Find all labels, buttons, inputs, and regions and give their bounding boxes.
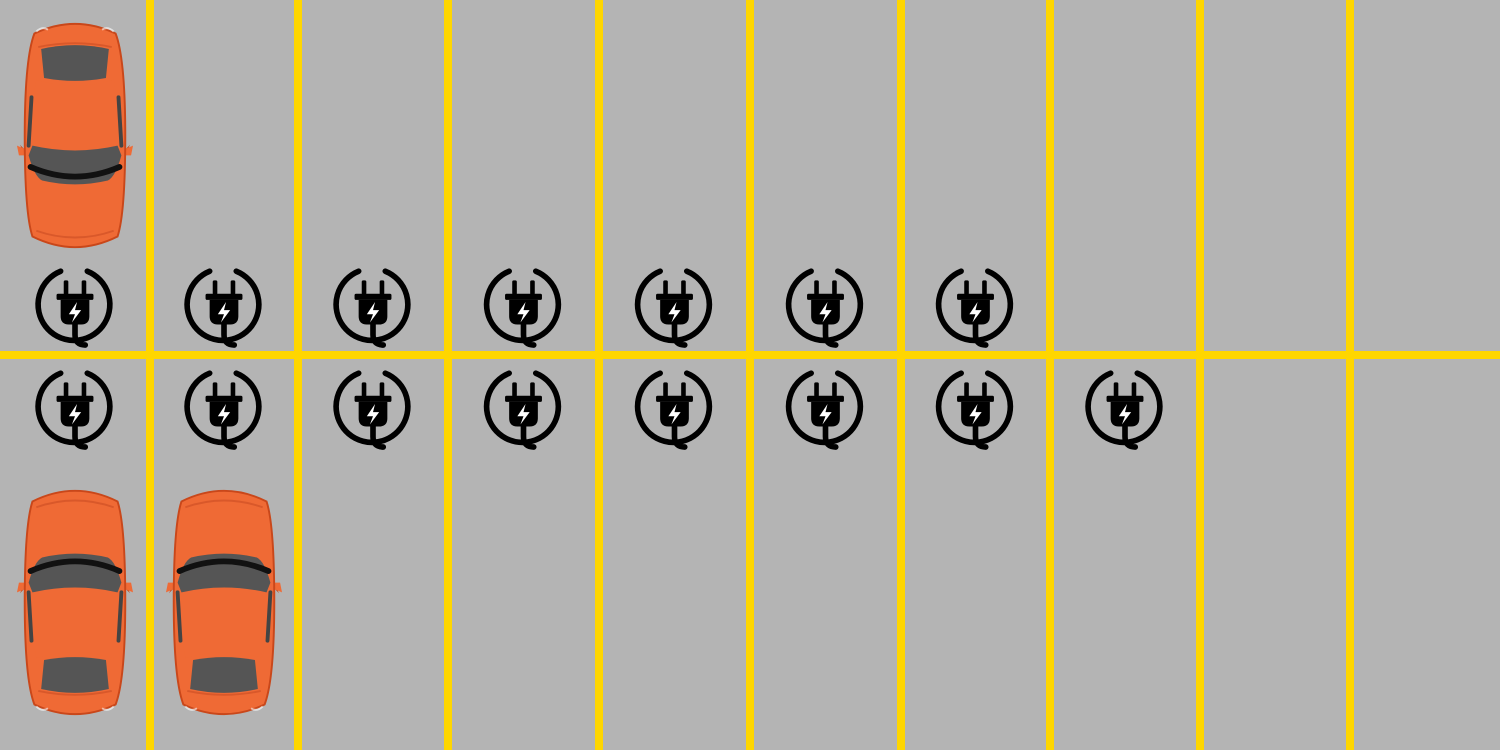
parked-car: [17, 491, 133, 714]
parked-car: [17, 24, 133, 247]
parked-car: [166, 491, 282, 714]
